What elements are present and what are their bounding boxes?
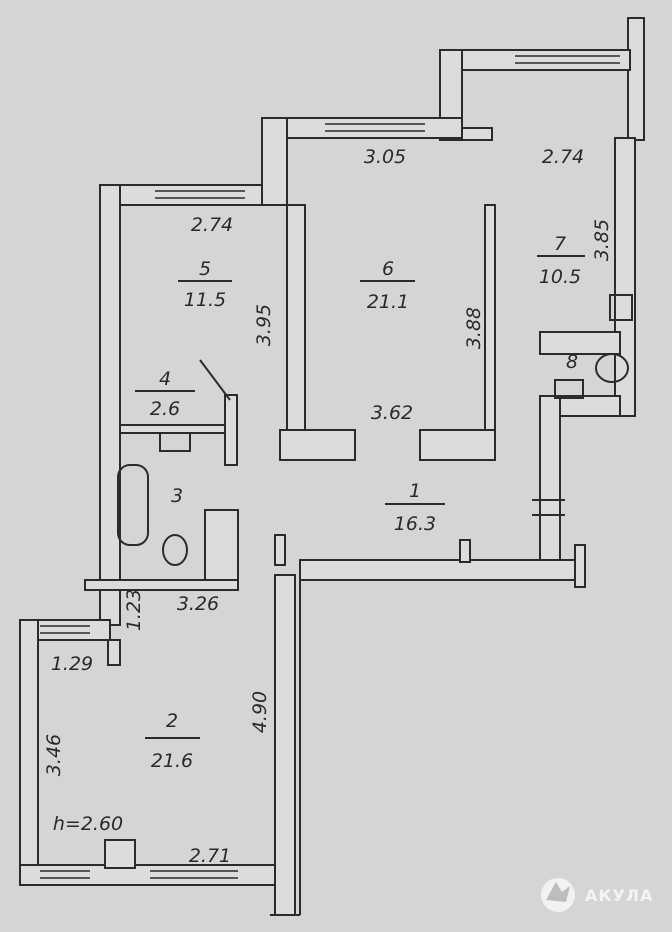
logo: АКУЛА (541, 878, 653, 912)
dim-room2-niche-side: 1.23 (123, 589, 145, 631)
room-4-area: 2.6 (150, 398, 180, 420)
room-1-number: 1 (409, 480, 421, 502)
dim-room6-top: 3.05 (364, 146, 406, 168)
dim-room2-left: 3.46 (43, 734, 65, 776)
toilet-icon (595, 353, 629, 383)
room-2-number: 2 (166, 710, 178, 732)
dim-room2-top: 3.26 (177, 593, 219, 615)
sink-icon (609, 294, 633, 321)
dim-room2-bottom: 2.71 (189, 845, 231, 867)
room-1-area: 16.3 (394, 513, 436, 535)
sink-icon (159, 432, 191, 452)
room-5-area: 11.5 (184, 289, 226, 311)
sink-icon (554, 379, 584, 399)
room-4-number: 4 (159, 368, 171, 390)
room-2-area: 21.6 (151, 750, 193, 772)
toilet-icon (162, 534, 188, 566)
room-7-number: 7 (554, 233, 566, 255)
dim-room7-top: 2.74 (542, 146, 584, 168)
room-8-number: 8 (566, 351, 578, 373)
walls (19, 17, 645, 916)
windows (40, 55, 620, 879)
dimension-labels: 3.05 2.74 2.74 3.95 3.88 3.62 3.85 3.26 … (43, 146, 613, 867)
dim-room5-side: 3.95 (253, 304, 275, 346)
dim-room5-top: 2.74 (191, 214, 233, 236)
room-5-number: 5 (199, 258, 211, 280)
dim-room2-right: 4.90 (249, 691, 271, 733)
room-3-number: 3 (171, 485, 183, 507)
ceiling-height: h=2.60 (53, 813, 123, 835)
dim-room6-bottom: 3.62 (371, 402, 413, 424)
dim-room2-niche-top: 1.29 (51, 653, 93, 675)
logo-text: АКУЛА (585, 886, 653, 905)
room-labels: 1 16.3 2 21.6 3 4 2.6 5 11.5 6 21.1 7 10… (135, 233, 585, 772)
dim-room7-side: 3.85 (591, 219, 613, 261)
room-6-number: 6 (382, 258, 394, 280)
room-6-area: 21.1 (367, 291, 409, 313)
bathtub-icon (117, 464, 149, 546)
room-7-area: 10.5 (539, 266, 581, 288)
dim-room6-side: 3.88 (463, 307, 485, 349)
fixtures (117, 294, 633, 916)
